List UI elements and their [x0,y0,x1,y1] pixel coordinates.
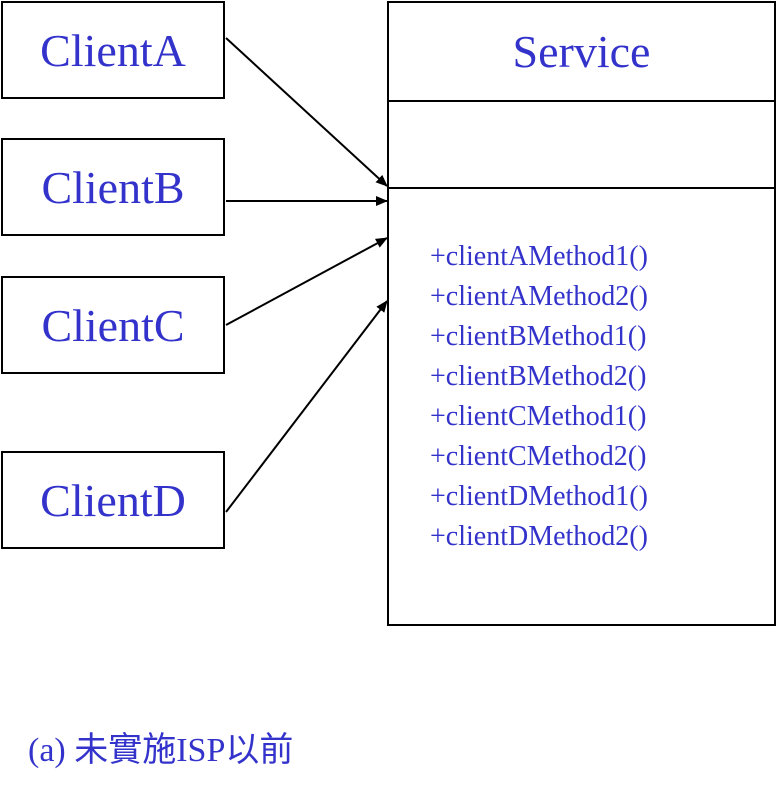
client-c-label: ClientC [41,299,185,351]
client-b-label: ClientB [41,161,185,213]
client-a-label: ClientA [40,24,186,76]
service-method: +clientDMethod2() [430,521,648,552]
client-b-box: ClientB [1,138,225,236]
client-d-label: ClientD [40,474,186,526]
arrow-client-c-to-service [225,237,388,326]
client-c-box: ClientC [1,276,225,374]
arrow-client-a-to-service [225,37,388,187]
client-d-box: ClientD [1,451,225,549]
service-method: +clientAMethod2() [430,281,648,312]
arrow-client-d-to-service [225,300,388,513]
service-method: +clientCMethod2() [430,441,647,472]
service-method: +clientDMethod1() [430,481,648,512]
service-title-compartment: Service [389,3,774,102]
figure-caption: (a) 未實施ISP以前 [28,732,294,769]
service-methods-list: +clientAMethod1() +clientAMethod2() +cli… [430,237,648,557]
service-method: +clientCMethod1() [430,401,647,432]
service-class-box: Service +clientAMethod1() +clientAMethod… [387,1,776,626]
service-method: +clientAMethod1() [430,241,648,272]
client-a-box: ClientA [1,1,225,99]
service-method: +clientBMethod1() [430,321,647,352]
service-method: +clientBMethod2() [430,361,647,392]
service-attributes-compartment [389,102,774,189]
service-title: Service [512,26,651,77]
